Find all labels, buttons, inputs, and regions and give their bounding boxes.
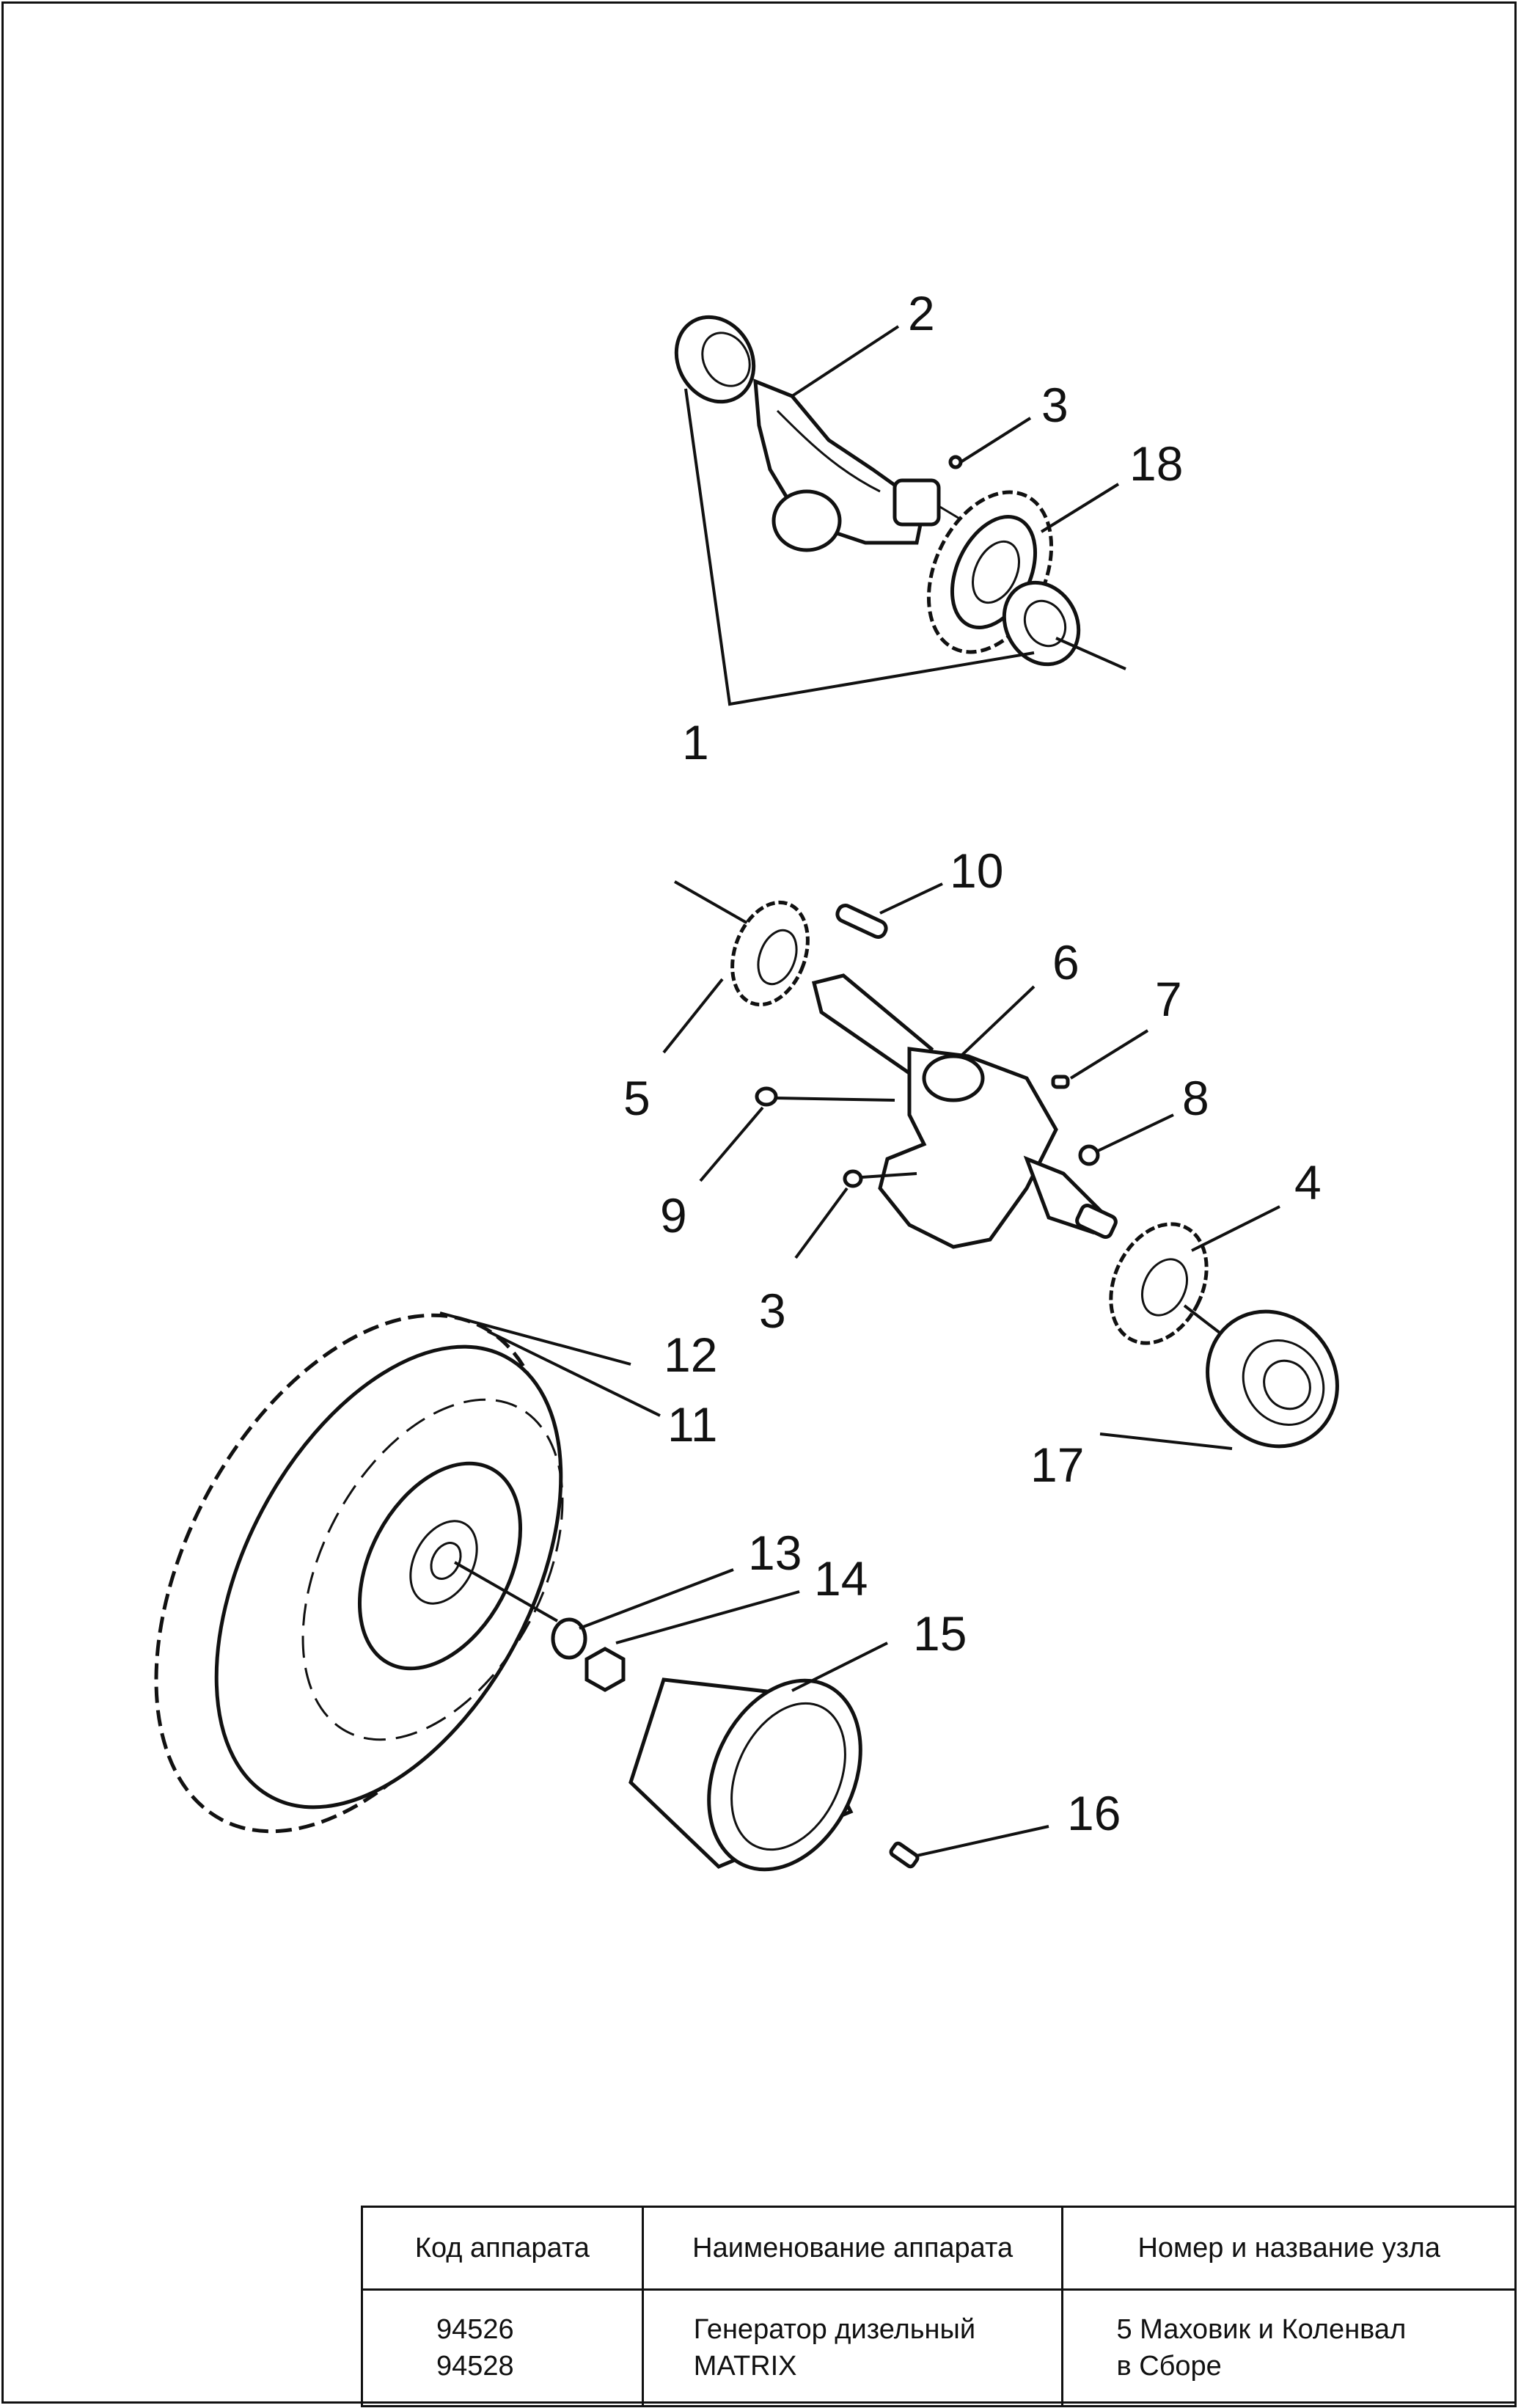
header-device-name: Наименование аппарата xyxy=(641,2206,1064,2291)
part-2-balancer-shaft xyxy=(753,378,976,552)
flywheel-assembly xyxy=(154,1311,1233,1872)
part-8-plug xyxy=(1078,1144,1100,1166)
callout-labels: 2 3 18 1 10 6 7 5 8 9 4 3 12 11 17 13 14… xyxy=(623,286,1322,1840)
leader-12 xyxy=(439,1311,631,1366)
part-14-nut xyxy=(584,1647,626,1692)
part-17-bearing xyxy=(1206,1309,1339,1449)
leader-14 xyxy=(615,1590,800,1644)
leader-17 xyxy=(1099,1432,1233,1450)
part-1-bearing-left xyxy=(674,315,756,404)
header-node-name: Номер и название узла xyxy=(1061,2206,1517,2291)
title-block-table: Код аппарата Наименование аппарата Номер… xyxy=(361,2206,1517,2407)
callout-4: 4 xyxy=(1294,1155,1322,1210)
part-3-plug-lower xyxy=(843,1169,863,1188)
leader-16 xyxy=(916,1825,1049,1857)
device-name-line-2: MATRIX xyxy=(693,2351,797,2382)
part-10-key xyxy=(835,904,888,939)
node-name-line-1: 5 Маховик и Коленвал xyxy=(1116,2314,1407,2345)
node-name-line-2: в Сборе xyxy=(1116,2351,1222,2382)
leader-3-shaft xyxy=(861,1172,917,1179)
leader-7 xyxy=(1069,1029,1149,1080)
title-block-value-row: 94526 94528 Генератор дизельный MATRIX 5… xyxy=(361,2288,1517,2407)
part-7-plug xyxy=(1051,1075,1070,1089)
part-1-bearing-right xyxy=(1002,580,1081,667)
title-block-header-row: Код аппарата Наименование аппарата Номер… xyxy=(361,2206,1517,2291)
callout-12: 12 xyxy=(664,1328,717,1382)
callout-7: 7 xyxy=(1155,972,1182,1026)
crankshaft-assembly xyxy=(662,880,1339,1449)
leader-13 xyxy=(579,1568,734,1630)
callout-6: 6 xyxy=(1052,935,1080,989)
shaft-axis-upper xyxy=(1055,637,1126,670)
flywheel-axis xyxy=(454,1561,558,1622)
callout-15: 15 xyxy=(913,1606,967,1661)
leader-3-upper xyxy=(959,417,1032,464)
value-device-name: Генератор дизельный MATRIX xyxy=(641,2288,1064,2407)
leader-11 xyxy=(487,1330,661,1417)
callout-16: 16 xyxy=(1067,1786,1121,1840)
value-node-name: 5 Маховик и Коленвал в Сборе xyxy=(1061,2288,1517,2407)
callout-10: 10 xyxy=(950,843,1003,898)
part-6-crankshaft xyxy=(811,973,1118,1249)
leader-1 xyxy=(684,388,1035,706)
leader-9 xyxy=(699,1106,764,1182)
leader-18 xyxy=(1040,483,1120,533)
part-3-ball-upper xyxy=(948,455,963,469)
part-9-plug xyxy=(755,1086,778,1107)
callout-13: 13 xyxy=(748,1526,802,1580)
callout-18: 18 xyxy=(1129,436,1183,491)
device-name-line-1: Генератор дизельный xyxy=(693,2314,976,2345)
leader-2 xyxy=(791,325,900,398)
callout-3-lower: 3 xyxy=(759,1284,786,1338)
leader-15 xyxy=(791,1642,888,1692)
leader-8 xyxy=(1096,1113,1174,1153)
part-13-washer xyxy=(551,1617,587,1660)
part-4-gear xyxy=(1109,1222,1209,1345)
device-code-2: 94528 xyxy=(436,2351,514,2382)
part-15-starter-cup xyxy=(628,1677,862,1872)
upper-assembly xyxy=(674,315,1126,706)
leader-9-shaft xyxy=(775,1097,895,1102)
callout-9: 9 xyxy=(660,1188,687,1243)
callout-5: 5 xyxy=(623,1071,650,1125)
leader-4 xyxy=(1191,1205,1280,1252)
callout-1: 1 xyxy=(682,715,709,769)
header-device-code: Код аппарата xyxy=(361,2206,644,2291)
crank-axis-line xyxy=(674,880,752,927)
leader-5 xyxy=(662,978,724,1054)
value-device-code: 94526 94528 xyxy=(361,2288,644,2407)
callout-2: 2 xyxy=(908,286,935,340)
leader-3-lower xyxy=(794,1187,849,1259)
part-16-bolt xyxy=(889,1841,920,1869)
callout-11: 11 xyxy=(667,1397,718,1452)
device-code-1: 94526 xyxy=(436,2314,514,2345)
leader-6 xyxy=(959,985,1036,1058)
leader-10 xyxy=(879,882,943,915)
callout-14: 14 xyxy=(814,1551,868,1606)
callout-8: 8 xyxy=(1182,1071,1209,1125)
part-5-gear xyxy=(730,900,810,1007)
callout-17: 17 xyxy=(1030,1438,1084,1492)
callout-3-upper: 3 xyxy=(1041,378,1069,432)
